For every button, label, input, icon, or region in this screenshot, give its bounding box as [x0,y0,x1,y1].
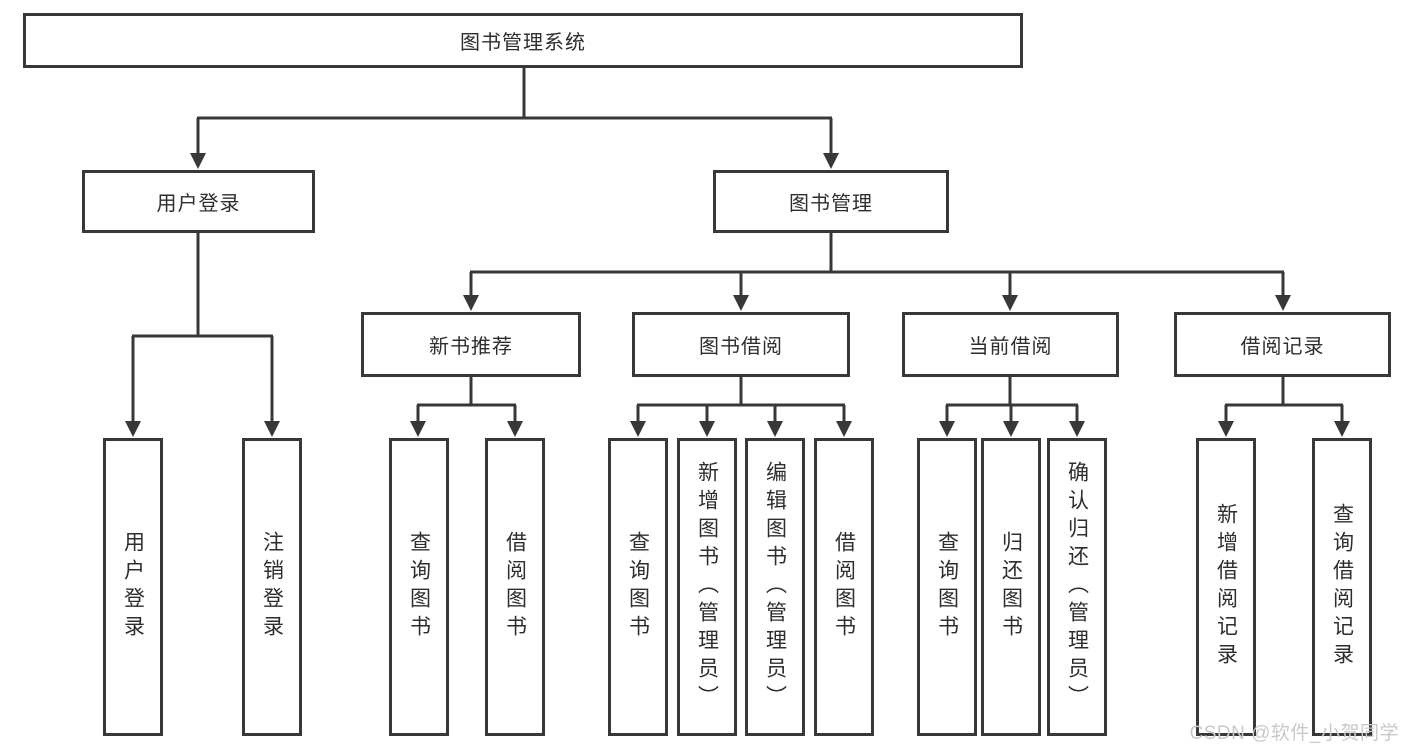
node-new-book-recommend: 新书推荐 [361,312,581,377]
node-book-borrow: 图书借阅 [632,312,850,377]
leaf-add-borrow-record: 新增借阅记录 [1196,438,1256,736]
node-label: 新增借阅记录 [1214,503,1238,671]
node-label: 查询借阅记录 [1330,503,1354,671]
arrow-down-icon [190,153,206,169]
leaf-logout-login: 注销登录 [242,438,302,736]
node-label: 图书管理系统 [460,32,586,54]
arrow-down-icon [823,153,839,169]
leaf-edit-books-admin: 编辑图书（管理员） [745,438,805,736]
node-label: 查询图书 [407,531,431,643]
node-label: 编辑图书（管理员） [763,461,787,713]
leaf-query-books-recommend: 查询图书 [389,438,449,736]
node-label: 图书管理 [789,193,873,215]
leaf-borrow-books: 借阅图书 [814,438,874,736]
node-label: 查询图书 [626,531,650,643]
node-label: 图书借阅 [699,336,783,358]
arrow-down-icon [630,421,646,437]
watermark: CSDN @软件_小贺同学 [1189,723,1399,744]
arrow-down-icon [410,421,426,437]
leaf-return-books: 归还图书 [981,438,1041,736]
arrow-down-icon [1002,295,1018,311]
leaf-borrow-books-recommend: 借阅图书 [485,438,545,736]
arrow-down-icon [264,421,280,437]
arrow-down-icon [939,421,955,437]
leaf-query-books-current: 查询图书 [917,438,977,736]
arrow-down-icon [1218,421,1234,437]
node-root: 图书管理系统 [23,13,1023,68]
node-label: 确认归还（管理员） [1065,461,1089,713]
arrow-down-icon [733,295,749,311]
arrow-down-icon [836,421,852,437]
node-label: 查询图书 [935,531,959,643]
arrow-down-icon [699,421,715,437]
arrow-down-icon [1003,421,1019,437]
node-current-borrow: 当前借阅 [902,312,1119,377]
arrow-down-icon [507,421,523,437]
node-label: 借阅图书 [503,531,527,643]
arrow-down-icon [125,421,141,437]
arrow-down-icon [1069,421,1085,437]
leaf-user-login: 用户登录 [103,438,163,736]
node-label: 归还图书 [999,531,1023,643]
node-label: 用户登录 [156,193,241,215]
leaf-confirm-return-admin: 确认归还（管理员） [1047,438,1107,736]
node-borrow-records: 借阅记录 [1174,312,1391,377]
node-book-management: 图书管理 [713,170,949,233]
arrow-down-icon [767,421,783,437]
node-label: 借阅记录 [1240,336,1325,358]
node-label: 新增图书（管理员） [695,461,719,713]
node-label: 借阅图书 [832,531,856,643]
arrow-down-icon [1275,295,1291,311]
leaf-query-borrow-record: 查询借阅记录 [1312,438,1372,736]
arrow-down-icon [463,295,479,311]
node-label: 当前借阅 [968,336,1053,358]
leaf-query-books-borrow: 查询图书 [608,438,668,736]
node-user-login: 用户登录 [82,170,315,233]
node-label: 用户登录 [121,531,145,643]
node-label: 注销登录 [260,531,284,643]
node-label: 新书推荐 [429,336,513,358]
arrow-down-icon [1334,421,1350,437]
leaf-add-books-admin: 新增图书（管理员） [677,438,737,736]
